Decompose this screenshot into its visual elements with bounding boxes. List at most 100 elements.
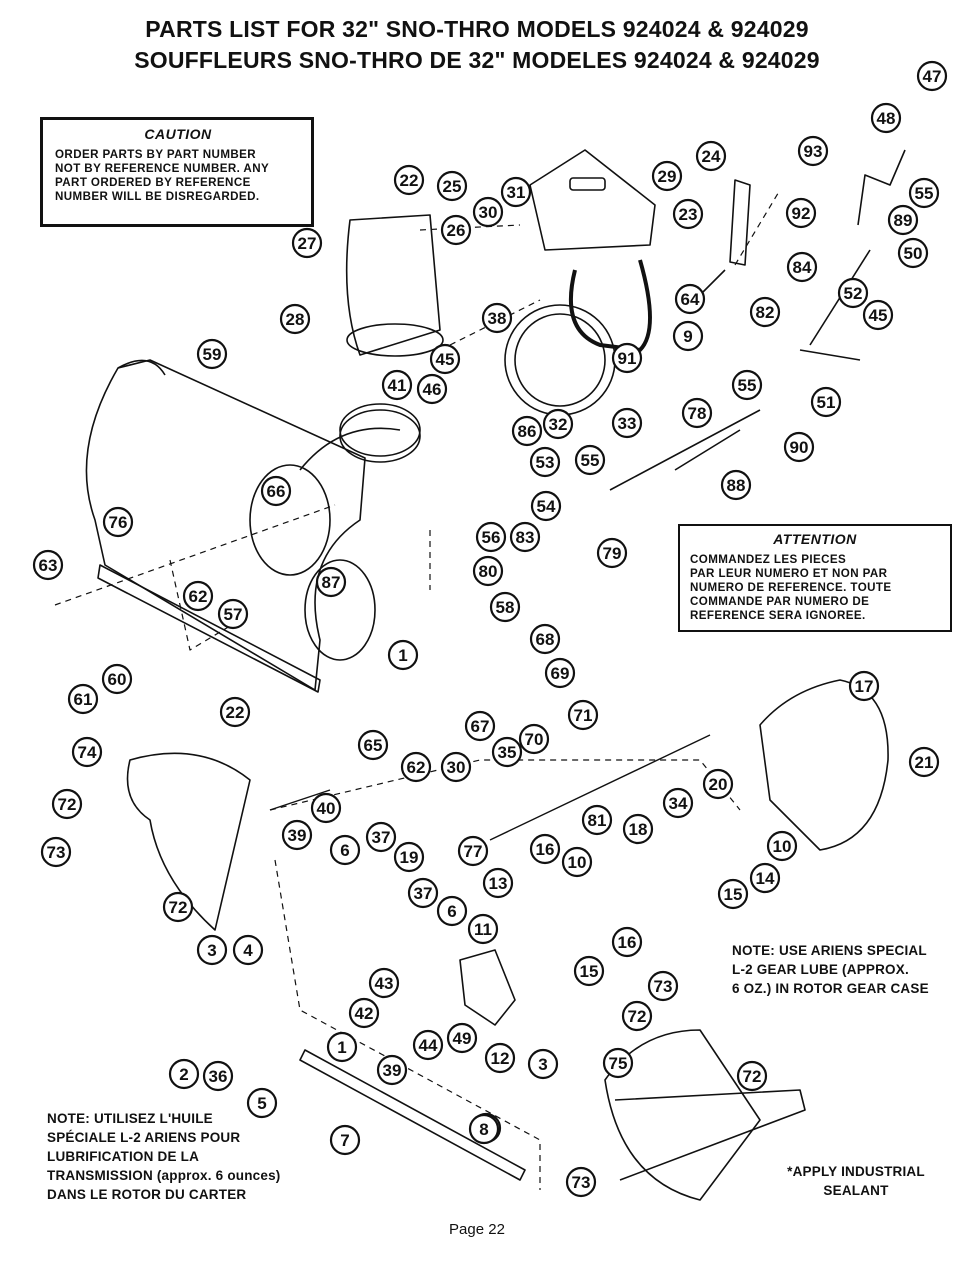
callout-45: 45 bbox=[862, 299, 894, 331]
callout-label: 14 bbox=[756, 869, 775, 888]
callout-label: 22 bbox=[400, 171, 419, 190]
callout-label: 6 bbox=[447, 902, 456, 921]
callout-77: 77 bbox=[457, 835, 489, 867]
callout-label: 91 bbox=[618, 349, 637, 368]
sealant-note: *APPLY INDUSTRIAL SEALANT bbox=[787, 1164, 925, 1198]
callout-80: 80 bbox=[472, 555, 504, 587]
title-french: SOUFFLEURS SNO-THRO DE 32" MODELES 92402… bbox=[134, 47, 820, 73]
callout-label: 43 bbox=[375, 974, 394, 993]
callout-label: 37 bbox=[372, 828, 391, 847]
chute-crank bbox=[857, 149, 906, 226]
callout-18: 18 bbox=[622, 813, 654, 845]
callout-label: 72 bbox=[58, 795, 77, 814]
callout-91: 91 bbox=[611, 342, 643, 374]
callout-33: 33 bbox=[611, 407, 643, 439]
callout-13: 13 bbox=[482, 867, 514, 899]
callout-55: 55 bbox=[731, 369, 763, 401]
callout-73: 73 bbox=[40, 836, 72, 868]
callout-label: 30 bbox=[479, 203, 498, 222]
callout-10: 10 bbox=[766, 830, 798, 862]
callout-label: 74 bbox=[78, 743, 97, 762]
callout-label: 63 bbox=[39, 556, 58, 575]
callout-label: 86 bbox=[518, 422, 537, 441]
callout-label: 12 bbox=[491, 1049, 510, 1068]
callout-50: 50 bbox=[897, 237, 929, 269]
callout-83: 83 bbox=[509, 521, 541, 553]
title-english: PARTS LIST FOR 32" SNO-THRO MODELS 92402… bbox=[145, 16, 809, 42]
callout-label: 54 bbox=[537, 497, 556, 516]
callout-label: 45 bbox=[436, 350, 455, 369]
callout-90: 90 bbox=[783, 431, 815, 463]
impeller-housing bbox=[759, 679, 889, 851]
callout-label: 64 bbox=[681, 290, 700, 309]
callout-8: 8 bbox=[468, 1113, 500, 1145]
callout-label: 42 bbox=[355, 1004, 374, 1023]
callout-label: 1 bbox=[398, 646, 407, 665]
callout-label: 10 bbox=[773, 837, 792, 856]
callout-label: 62 bbox=[407, 758, 426, 777]
callout-label: 39 bbox=[288, 826, 307, 845]
callout-1: 1 bbox=[326, 1031, 358, 1063]
callout-48: 48 bbox=[870, 102, 902, 134]
callout-label: 32 bbox=[549, 415, 568, 434]
callout-14: 14 bbox=[749, 862, 781, 894]
callout-20: 20 bbox=[702, 768, 734, 800]
attention-box: ATTENTION COMMANDEZ LES PIECES PAR LEUR … bbox=[678, 524, 952, 632]
callout-label: 88 bbox=[727, 476, 746, 495]
callout-label: 18 bbox=[629, 820, 648, 839]
callout-34: 34 bbox=[662, 787, 694, 819]
shaft-88 bbox=[609, 409, 761, 491]
callout-label: 90 bbox=[790, 438, 809, 457]
callout-84: 84 bbox=[786, 251, 818, 283]
callout-64: 64 bbox=[674, 283, 706, 315]
callout-62: 62 bbox=[182, 580, 214, 612]
callout-label: 52 bbox=[844, 284, 863, 303]
bracket-24 bbox=[729, 179, 751, 266]
caution-text: ORDER PARTS BY PART NUMBER NOT BY REFERE… bbox=[55, 148, 270, 203]
callout-59: 59 bbox=[196, 338, 228, 370]
callout-72: 72 bbox=[621, 1000, 653, 1032]
callout-label: 23 bbox=[679, 205, 698, 224]
gear-case bbox=[459, 949, 516, 1026]
callout-label: 72 bbox=[628, 1007, 647, 1026]
callout-12: 12 bbox=[484, 1042, 516, 1074]
callout-19: 19 bbox=[393, 841, 425, 873]
callout-label: 72 bbox=[743, 1067, 762, 1086]
callout-label: 26 bbox=[447, 221, 466, 240]
callout-label: 73 bbox=[572, 1173, 591, 1192]
callout-10: 10 bbox=[561, 846, 593, 878]
callout-54: 54 bbox=[530, 490, 562, 522]
callout-label: 3 bbox=[207, 941, 216, 960]
callout-label: 15 bbox=[580, 962, 599, 981]
callout-15: 15 bbox=[573, 955, 605, 987]
callout-73: 73 bbox=[565, 1166, 597, 1198]
callout-label: 69 bbox=[551, 664, 570, 683]
caution-box: CAUTION ORDER PARTS BY PART NUMBER NOT B… bbox=[40, 117, 314, 227]
spring-64 bbox=[699, 269, 726, 296]
callout-3: 3 bbox=[196, 934, 228, 966]
callout-label: 31 bbox=[507, 183, 526, 202]
callout-47: 47 bbox=[916, 60, 948, 92]
callout-17: 17 bbox=[848, 670, 880, 702]
callout-16: 16 bbox=[529, 833, 561, 865]
callout-1: 1 bbox=[387, 639, 419, 671]
callout-label: 24 bbox=[702, 147, 721, 166]
callout-71: 71 bbox=[567, 699, 599, 731]
callout-30: 30 bbox=[472, 196, 504, 228]
callout-label: 7 bbox=[340, 1131, 349, 1150]
callout-label: 20 bbox=[709, 775, 728, 794]
callout-82: 82 bbox=[749, 296, 781, 328]
callout-label: 56 bbox=[482, 528, 501, 547]
callout-label: 93 bbox=[804, 142, 823, 161]
callout-label: 45 bbox=[869, 306, 888, 325]
callout-label: 61 bbox=[74, 690, 93, 709]
callout-label: 57 bbox=[224, 605, 243, 624]
callout-52: 52 bbox=[837, 277, 869, 309]
callout-24: 24 bbox=[695, 140, 727, 172]
callout-69: 69 bbox=[544, 657, 576, 689]
callout-label: 46 bbox=[423, 380, 442, 399]
callout-66: 66 bbox=[260, 475, 292, 507]
callout-78: 78 bbox=[681, 397, 713, 429]
callout-label: 21 bbox=[915, 753, 934, 772]
